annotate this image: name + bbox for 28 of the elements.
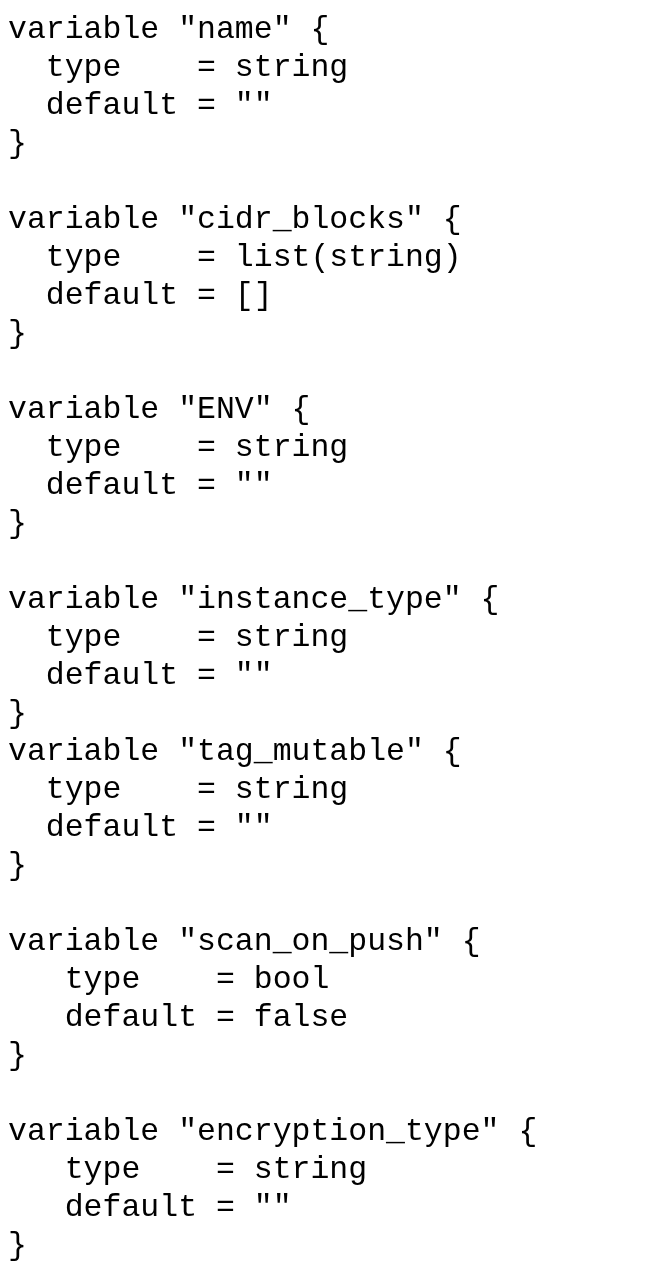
code-line: } (8, 315, 27, 353)
code-line: default = "" (63, 1189, 292, 1227)
code-line: type = string (44, 49, 349, 87)
code-line: variable "cidr_blocks" { (8, 201, 462, 239)
code-line: } (8, 1037, 27, 1075)
code-line: type = string (44, 771, 349, 809)
code-line: variable "tag_mutable" { (8, 733, 462, 771)
code-line: } (8, 1227, 27, 1265)
code-line: type = bool (63, 961, 330, 999)
code-line: default = "" (44, 467, 273, 505)
code-line: default = "" (44, 809, 273, 847)
code-line: } (8, 505, 27, 543)
code-line: variable "name" { (8, 11, 330, 49)
code-line: type = string (44, 619, 349, 657)
code-line: default = [] (44, 277, 273, 315)
code-line: default = "" (44, 657, 273, 695)
code-line: variable "scan_on_push" { (8, 923, 481, 961)
code-line: default = false (63, 999, 349, 1037)
code-line: } (8, 125, 27, 163)
code-line: } (8, 847, 27, 885)
code-line: } (8, 695, 27, 733)
code-line: type = list(string) (44, 239, 462, 277)
code-line: type = string (44, 429, 349, 467)
code-line: default = "" (44, 87, 273, 125)
code-line: type = string (63, 1151, 368, 1189)
code-line: variable "ENV" { (8, 391, 311, 429)
code-line: variable "instance_type" { (8, 581, 500, 619)
code-line: variable "encryption_type" { (8, 1113, 538, 1151)
